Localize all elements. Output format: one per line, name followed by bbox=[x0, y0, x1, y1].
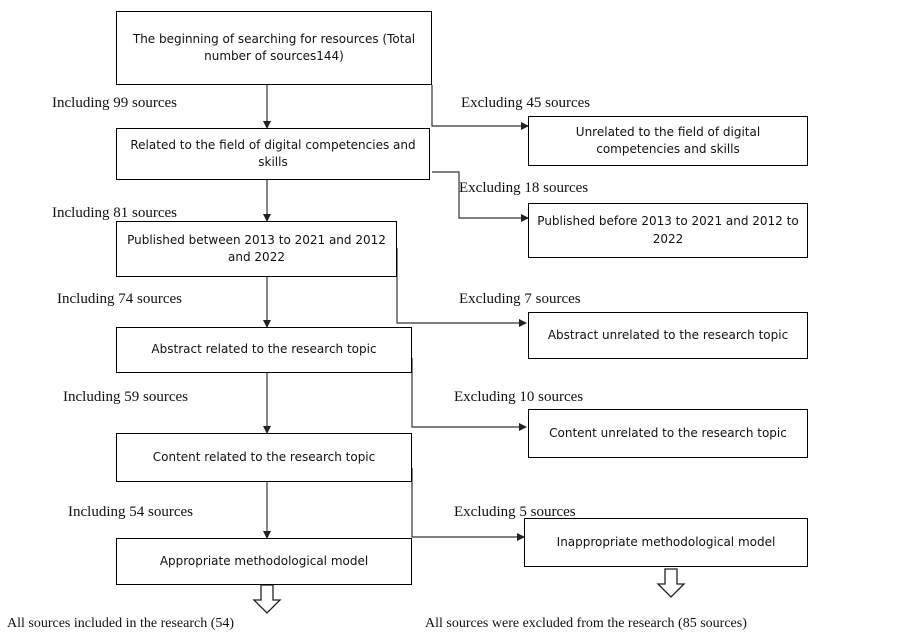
label-including-99: Including 99 sources bbox=[52, 95, 177, 111]
label-including-59: Including 59 sources bbox=[63, 389, 188, 405]
branch-exc5 bbox=[411, 468, 525, 541]
branch-exc2 bbox=[432, 171, 529, 222]
footer-included: All sources included in the research (54… bbox=[7, 616, 235, 631]
label-excluding-10: Excluding 10 sources bbox=[454, 389, 584, 405]
hollow-arrow-included bbox=[252, 584, 282, 614]
label-including-54: Including 54 sources bbox=[68, 504, 193, 520]
box-exc5: Inappropriate methodological model bbox=[524, 518, 808, 567]
box-exc4: Content unrelated to the research topic bbox=[528, 409, 808, 458]
box-exc1: Unrelated to the field of digital compet… bbox=[528, 116, 808, 166]
branch-exc1 bbox=[431, 85, 529, 130]
footer-excluded: All sources were excluded from the resea… bbox=[425, 616, 747, 631]
label-excluding-5: Excluding 5 sources bbox=[454, 504, 576, 520]
box-inc4: Content related to the research topic bbox=[116, 433, 412, 482]
box-start: The beginning of searching for resources… bbox=[116, 11, 432, 85]
label-excluding-45: Excluding 45 sources bbox=[461, 95, 591, 111]
label-excluding-18: Excluding 18 sources bbox=[459, 180, 589, 196]
label-including-81: Including 81 sources bbox=[52, 205, 177, 221]
box-exc3: Abstract unrelated to the research topic bbox=[528, 312, 808, 359]
branch-exc3 bbox=[396, 248, 527, 327]
branch-exc4 bbox=[411, 358, 527, 431]
label-including-74: Including 74 sources bbox=[57, 291, 182, 307]
box-inc5: Appropriate methodological model bbox=[116, 538, 412, 585]
box-exc2: Published before 2013 to 2021 and 2012 t… bbox=[528, 203, 808, 258]
box-inc3: Abstract related to the research topic bbox=[116, 327, 412, 373]
box-inc2: Published between 2013 to 2021 and 2012 … bbox=[116, 221, 397, 277]
box-inc1: Related to the field of digital competen… bbox=[116, 128, 430, 180]
label-excluding-7: Excluding 7 sources bbox=[459, 291, 581, 307]
hollow-arrow-excluded bbox=[656, 568, 686, 598]
